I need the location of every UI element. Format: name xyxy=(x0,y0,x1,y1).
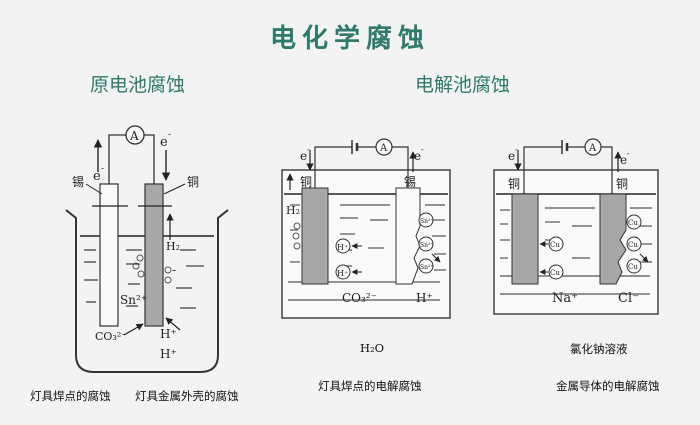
co3-label: CO₃²⁻ xyxy=(95,330,127,343)
caption-solder-electrolytic: 灯具焊点的电解腐蚀 xyxy=(318,379,422,393)
galvanic-cell-diagram: A e - e - 锡 铜 H₂ - Sn²⁺ CO₃²⁻ H⁺ H⁺ xyxy=(65,125,229,373)
tin-label: 锡 xyxy=(72,174,84,189)
solution-caption-water: H₂O xyxy=(360,341,385,355)
tin-label: 锡 xyxy=(404,174,416,189)
section-title-electrolytic: 电解池腐蚀 xyxy=(415,74,511,96)
copper-electrode-left xyxy=(511,193,539,285)
tin-electrode xyxy=(99,183,119,327)
ammeter-label: A xyxy=(379,143,388,154)
ion-h-label: H⁺ xyxy=(337,269,348,278)
ion-sn-label: Sn²⁺ xyxy=(420,218,434,225)
electron-sup: - xyxy=(627,149,630,158)
h-ions: H⁺ H⁺ xyxy=(335,238,362,280)
electron-left-label: e xyxy=(300,149,307,163)
electron-left-label: e xyxy=(93,169,101,184)
copper-label: 铜 xyxy=(300,174,312,189)
electron-sup: - xyxy=(168,130,171,140)
sn-ion-label: Sn²⁺ xyxy=(120,293,147,307)
solution-lines xyxy=(84,249,204,309)
cl-label: Cl⁻ xyxy=(618,291,639,306)
ion-cu-label: Cu xyxy=(628,263,638,271)
cu-ions-right: Cu Cu Cu xyxy=(626,214,649,274)
na-label: Na⁺ xyxy=(552,291,578,306)
electron-sup: - xyxy=(101,164,104,174)
co3-label: CO₃²⁻ xyxy=(342,291,377,305)
ion-sn-label: Sn²⁺ xyxy=(420,264,434,271)
copper-label-right: 铜 xyxy=(616,176,628,191)
copper-electrode xyxy=(301,187,329,285)
h2-label: H₂ xyxy=(166,240,180,253)
gas-bubbles xyxy=(292,222,301,250)
beaker xyxy=(65,209,229,373)
h-plus-label: H⁺ xyxy=(416,291,433,305)
ion-cu-label: Cu xyxy=(550,269,560,277)
electron-right-label: e xyxy=(620,153,627,167)
ammeter-label: A xyxy=(588,143,597,154)
tin-electrode xyxy=(395,187,421,285)
electron-left-label: e xyxy=(508,149,515,163)
copper-electrode xyxy=(144,183,164,327)
ion-cu-label: Cu xyxy=(628,241,638,249)
caption-conductor-electrolytic: 金属导体的电解腐蚀 xyxy=(556,379,660,393)
ammeter-icon xyxy=(125,125,145,145)
electron-sup: - xyxy=(307,145,310,154)
cu-ions-left: Cu Cu xyxy=(539,236,564,280)
ammeter-label: A xyxy=(129,129,139,143)
h-plus-label-2: H⁺ xyxy=(160,347,177,361)
copper-electrode-right xyxy=(599,193,627,285)
electron-right-label: e xyxy=(414,149,421,163)
ion-cu-label: Cu xyxy=(628,219,638,227)
copper-label-left: 铜 xyxy=(508,176,520,191)
solution-caption-nacl: 氯化钠溶液 xyxy=(570,342,628,356)
caption-solder-corrosion: 灯具焊点的腐蚀 xyxy=(30,389,111,403)
caption-shell-corrosion: 灯具金属外壳的腐蚀 xyxy=(135,389,239,403)
electrolytic-cell-diagram-2: A e - e - 铜 铜 Cu Cu Cu Cu Cu Na⁺ Cl⁻ xyxy=(493,138,659,315)
ion-cu-label: Cu xyxy=(550,241,560,249)
page-title: 电化学腐蚀 xyxy=(269,24,430,54)
minus-sign: - xyxy=(172,263,176,277)
electron-sup: - xyxy=(421,145,424,154)
solution-lines xyxy=(288,204,446,301)
h-plus-label-1: H⁺ xyxy=(160,327,177,341)
h2-label: H₂ xyxy=(286,204,300,217)
ion-sn-label: Sn²⁺ xyxy=(420,242,434,249)
solution-lines xyxy=(500,207,652,295)
section-title-galvanic: 原电池腐蚀 xyxy=(90,74,186,96)
sn-ions: Sn²⁺ Sn²⁺ Sn²⁺ xyxy=(418,212,441,274)
electrolytic-cell-diagram-1: A e - e - 铜 锡 H₂ H⁺ H⁺ Sn²⁺ Sn²⁺ Sn²⁺ CO xyxy=(281,138,451,319)
electron-right-label: e xyxy=(160,135,168,150)
copper-label: 铜 xyxy=(187,174,199,189)
ion-h-label: H⁺ xyxy=(337,243,348,252)
gas-bubbles xyxy=(132,254,172,284)
electron-sup: - xyxy=(515,145,518,154)
